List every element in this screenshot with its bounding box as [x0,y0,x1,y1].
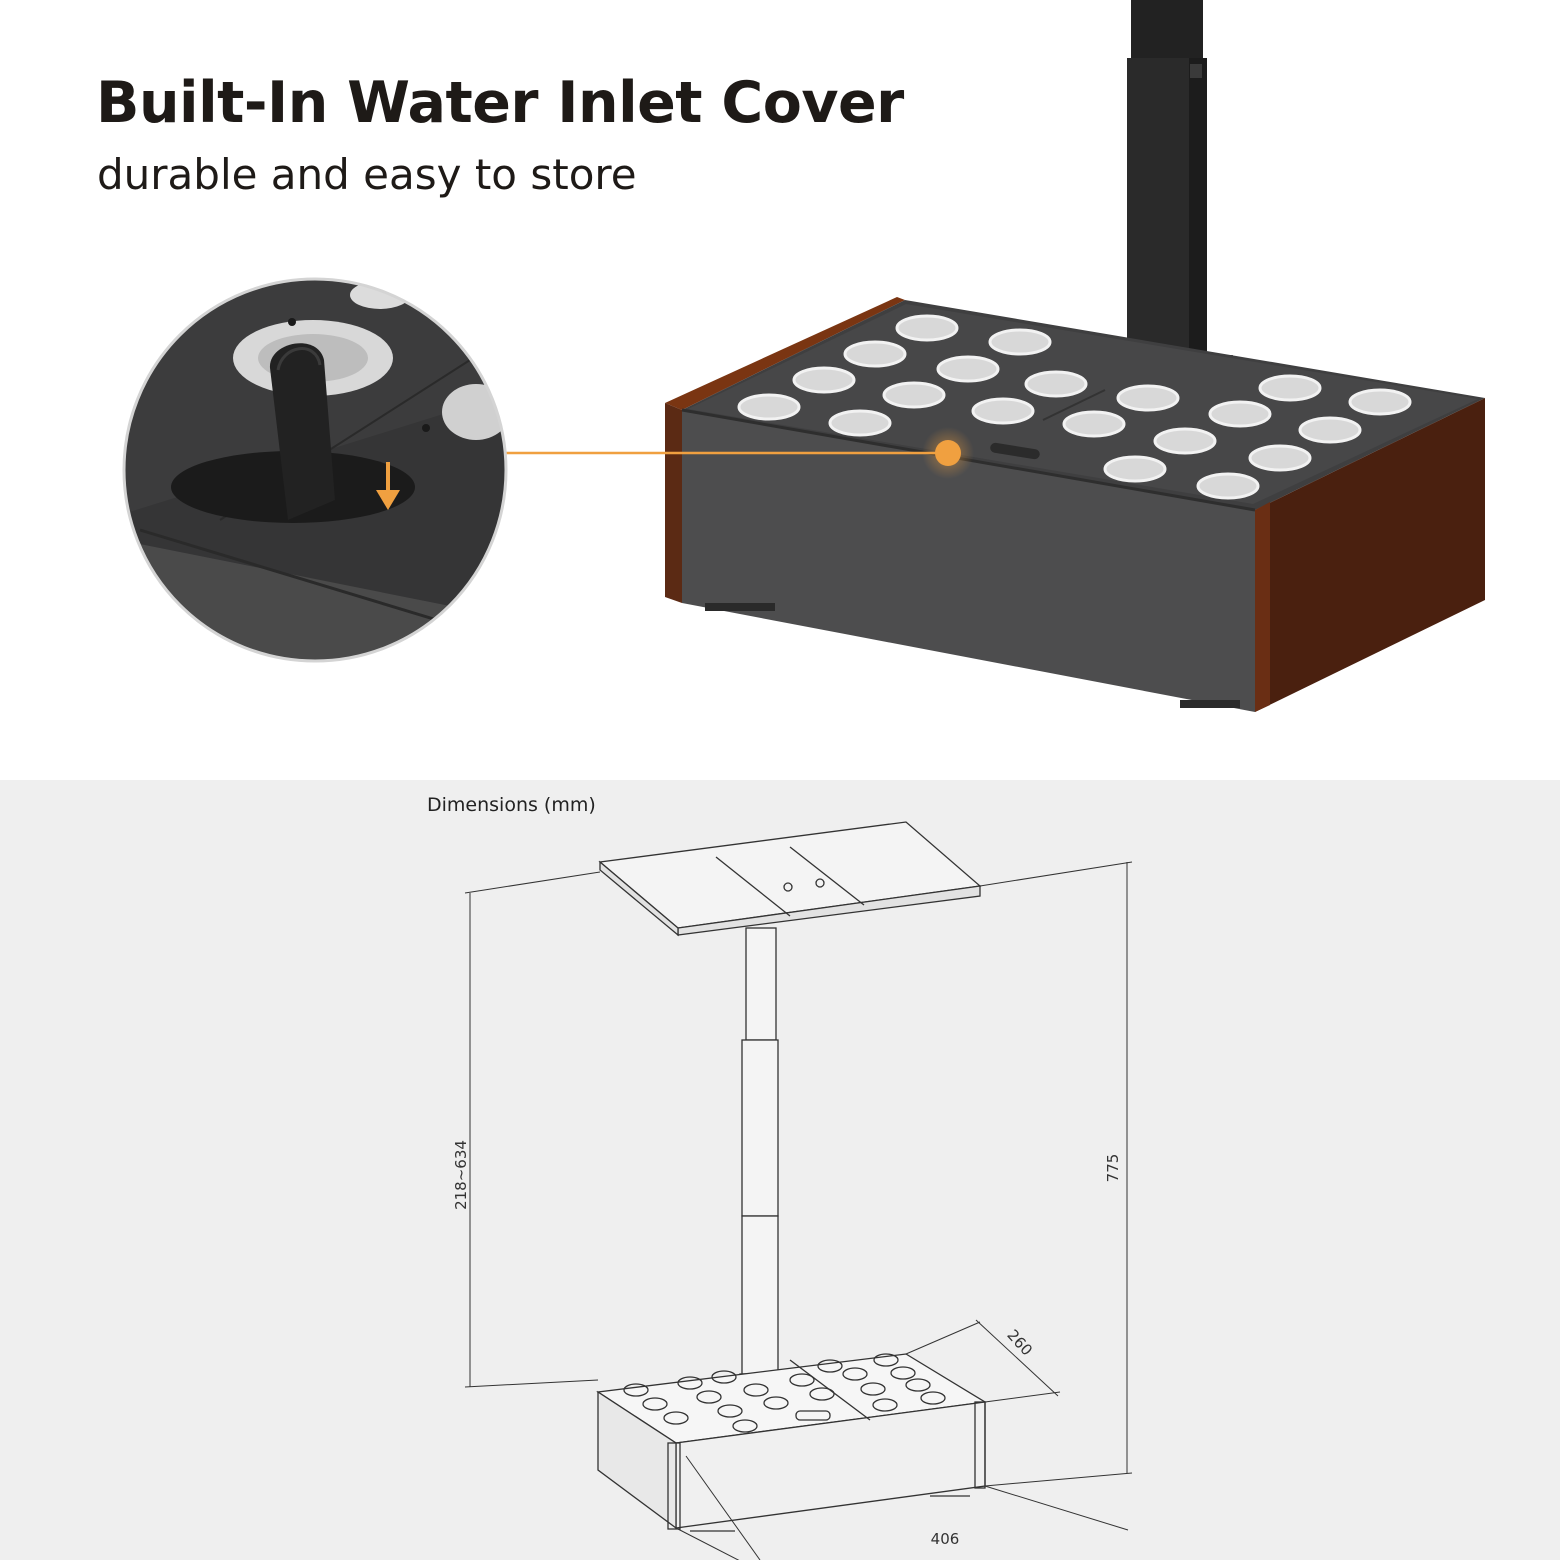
feature-subtitle: durable and easy to store [97,150,637,199]
planter-box [665,297,1485,712]
dimensions-title: Dimensions (mm) [427,794,596,816]
feature-section: Built-In Water Inlet Cover durable and e… [96,0,1485,712]
callout-marker [935,440,961,466]
zoom-detail [122,277,508,663]
product-illustration [122,0,1485,712]
dimension-label-depth: 260 [1003,1326,1036,1359]
dimension-label-pole-height: 218~634 [452,1140,470,1210]
feature-title: Built-In Water Inlet Cover [96,70,904,136]
dimensions-section: Dimensions (mm) [0,780,1560,1560]
dimension-drawing: 218~634 775 260 406 [452,821,1133,1560]
light-pole [1098,0,1233,377]
dimension-label-width: 406 [931,1530,960,1548]
dimension-label-total-height: 775 [1104,1154,1122,1183]
